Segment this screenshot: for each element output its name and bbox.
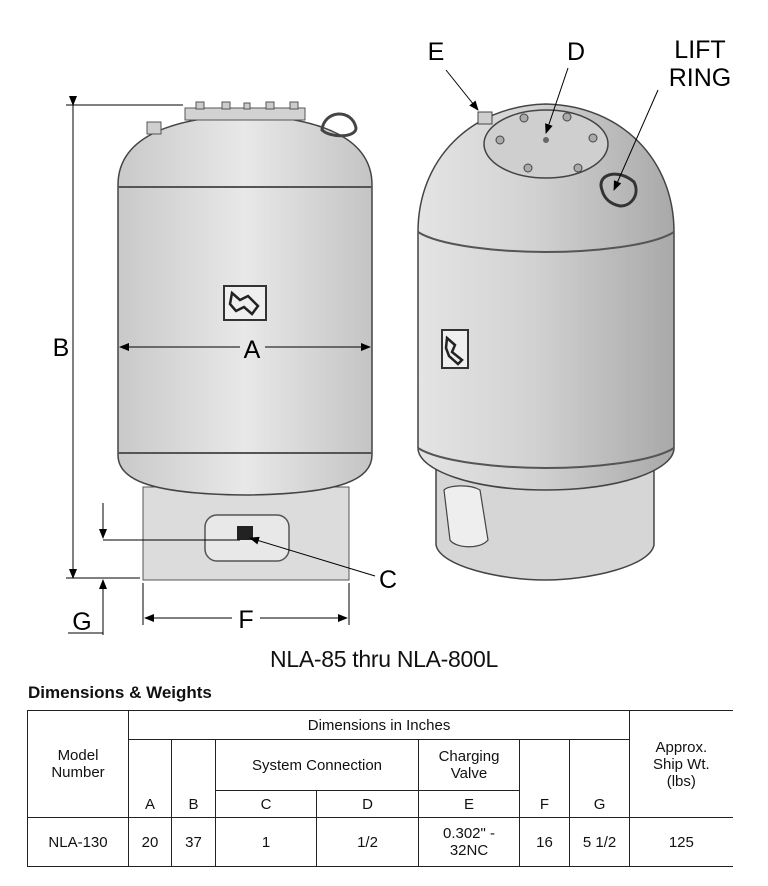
- label-d: D: [567, 38, 585, 66]
- cell-weight: 125: [629, 817, 733, 867]
- header-e: E: [418, 790, 520, 818]
- header-f: F: [519, 739, 570, 818]
- header-system-connection: System Connection: [215, 739, 419, 791]
- label-a: A: [244, 336, 261, 364]
- perspective-valve: [477, 111, 493, 125]
- perspective-brand-logo: [441, 329, 469, 369]
- dimension-lines: [66, 96, 376, 635]
- lift-ring: [320, 112, 358, 138]
- section-title: Dimensions & Weights: [28, 683, 212, 702]
- top-flange: [184, 107, 306, 121]
- cell-g: 5 1/2: [568, 817, 631, 867]
- header-g: G: [568, 739, 631, 818]
- label-lift-ring-2: RING: [669, 64, 732, 92]
- header-b: B: [171, 739, 216, 818]
- header-charging-valve: Charging Valve: [418, 739, 520, 791]
- header-dimensions: Dimensions in Inches: [127, 710, 631, 740]
- diagram-subtitle: NLA-85 thru NLA-800L: [270, 646, 498, 672]
- label-c: C: [379, 566, 397, 594]
- header-model-number: Model Number: [27, 710, 129, 818]
- header-c: C: [215, 790, 317, 818]
- table-row: NLA-130 20 37 1 1/2 0.302" - 32NC 16 5 1…: [27, 817, 733, 867]
- header-d: D: [316, 790, 419, 818]
- perspective-lift-ring: [599, 172, 638, 208]
- perspective-base: [435, 469, 655, 581]
- system-connection: [237, 526, 253, 540]
- dimensions-table: Model Number Dimensions in Inches Approx…: [27, 710, 733, 867]
- header-weight: Approx. Ship Wt. (lbs): [629, 710, 733, 818]
- cell-f: 16: [519, 817, 570, 867]
- perspective-view-tank: [417, 103, 675, 581]
- label-f: F: [238, 606, 253, 634]
- header-a: A: [128, 739, 172, 818]
- cell-e: 0.302" - 32NC: [418, 817, 520, 867]
- front-view-tank: [117, 101, 373, 581]
- brand-logo: [223, 285, 267, 321]
- label-b: B: [53, 334, 70, 362]
- cell-d: 1/2: [316, 817, 419, 867]
- cell-a: 20: [128, 817, 172, 867]
- perspective-flange: [483, 109, 609, 179]
- label-lift-ring-1: LIFT: [674, 36, 725, 64]
- tank-diagram: B A C G F E D LIFT RING: [53, 36, 732, 636]
- cell-b: 37: [171, 817, 216, 867]
- cell-model: NLA-130: [27, 817, 129, 867]
- label-g: G: [72, 608, 91, 636]
- label-e: E: [428, 38, 445, 66]
- charging-valve: [146, 121, 162, 135]
- cell-c: 1: [215, 817, 317, 867]
